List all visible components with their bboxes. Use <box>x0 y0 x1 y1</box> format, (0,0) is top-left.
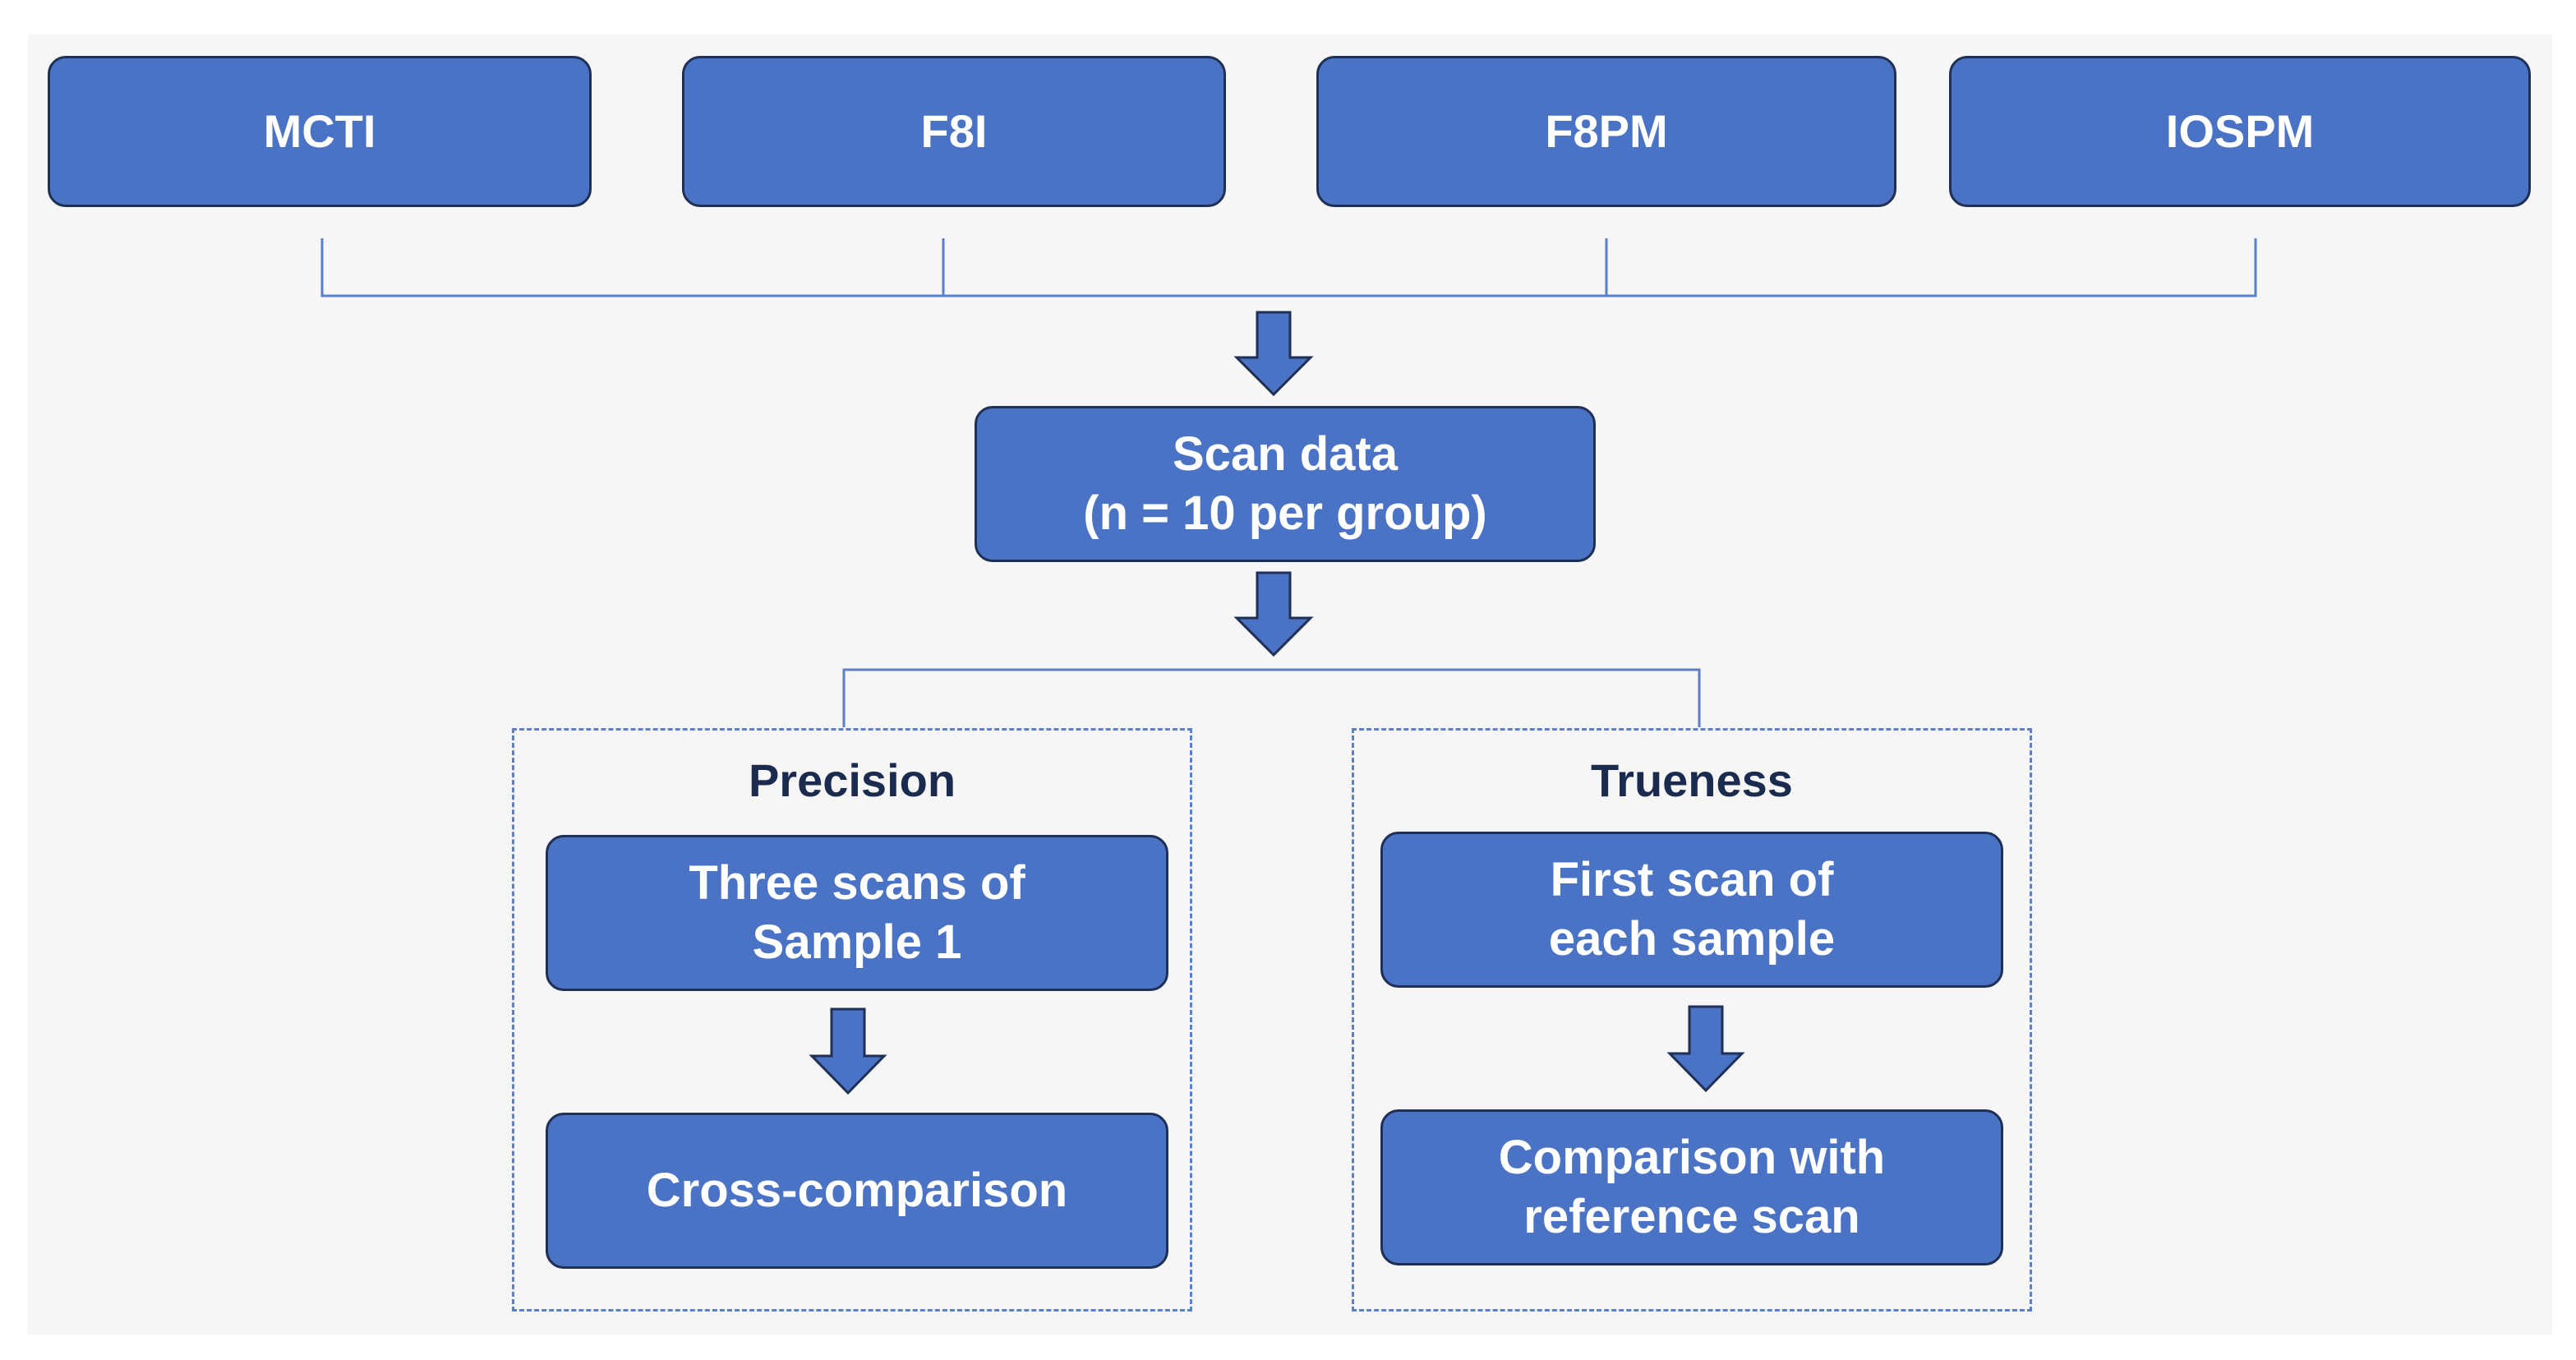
trueness-step-2-line1: Comparison with <box>1498 1131 1886 1184</box>
precision-group: Precision <box>512 728 1192 1312</box>
trueness-step-1-line1: First scan of <box>1550 853 1834 906</box>
arrow-down-icon <box>1233 571 1314 657</box>
arrow-down-icon <box>1666 1005 1745 1093</box>
precision-step-1-line2: Sample 1 <box>752 915 962 969</box>
diagram-background <box>28 35 2552 1335</box>
source-label: IOSPM <box>2165 105 2315 157</box>
precision-step-2-box: Cross-comparison <box>546 1113 1168 1269</box>
source-label: MCTI <box>263 105 376 157</box>
precision-step-1-box: Three scans of Sample 1 <box>546 835 1168 991</box>
source-bracket <box>320 238 2257 297</box>
arrow-down-icon <box>809 1007 887 1095</box>
source-box-f8pm: F8PM <box>1316 56 1896 207</box>
scan-data-count: (n = 10 per group) <box>1083 486 1487 540</box>
arrow-down-icon <box>1233 311 1314 397</box>
source-box-iospm: IOSPM <box>1949 56 2531 207</box>
trueness-step-1-line2: each sample <box>1548 912 1836 966</box>
precision-heading: Precision <box>748 754 956 806</box>
trueness-step-2-line2: reference scan <box>1523 1190 1860 1243</box>
trueness-group: Trueness <box>1352 728 2032 1312</box>
scan-data-title: Scan data <box>1173 427 1398 481</box>
trueness-step-1-box: First scan of each sample <box>1380 832 2003 988</box>
trueness-step-2-box: Comparison with reference scan <box>1380 1109 2003 1265</box>
split-bracket <box>842 668 1701 727</box>
trueness-heading: Trueness <box>1591 754 1793 806</box>
scan-data-box: Scan data (n = 10 per group) <box>975 406 1596 562</box>
source-label: F8PM <box>1545 105 1668 157</box>
source-label: F8I <box>920 105 988 157</box>
precision-step-1-line1: Three scans of <box>689 856 1025 910</box>
source-box-f8i: F8I <box>682 56 1226 207</box>
source-box-mcti: MCTI <box>48 56 592 207</box>
precision-step-2-label: Cross-comparison <box>646 1164 1068 1217</box>
